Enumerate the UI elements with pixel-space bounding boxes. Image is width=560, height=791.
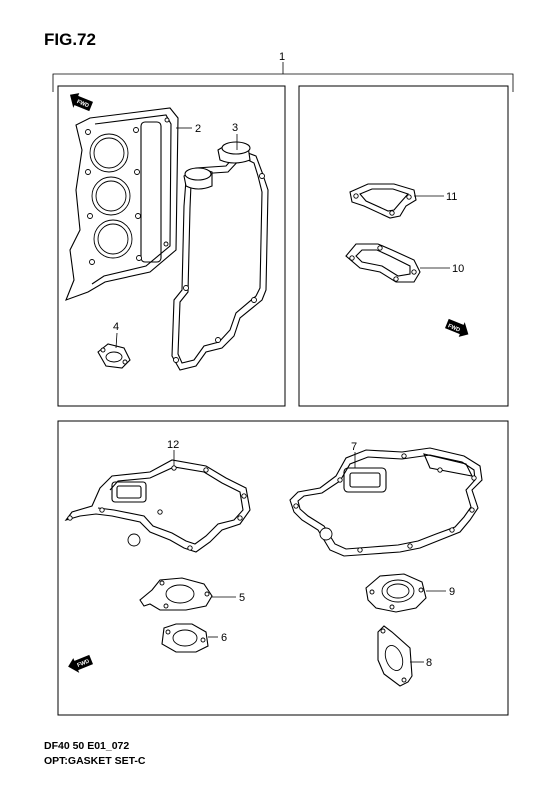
panel-bottom xyxy=(57,420,509,716)
cover-gasket[interactable] xyxy=(171,141,269,371)
callout-2[interactable]: 2 xyxy=(195,123,201,135)
callout-4[interactable]: 4 xyxy=(113,321,119,333)
diagram-code: DF40 50 E01_072 xyxy=(44,740,130,752)
fwd-label: FWD xyxy=(76,659,90,669)
fwd-arrow-top-right: FWD xyxy=(445,318,469,337)
small-gasket[interactable] xyxy=(97,343,131,369)
gasket-11[interactable] xyxy=(349,183,417,219)
callout-11[interactable]: 11 xyxy=(446,191,457,203)
set-bracket xyxy=(52,62,514,92)
panel-top-left xyxy=(57,85,286,407)
callout-5[interactable]: 5 xyxy=(239,592,245,604)
fwd-label: FWD xyxy=(76,99,90,109)
fwd-arrow-top-left: FWD xyxy=(69,93,93,112)
diagram-description: OPT:GASKET SET-C xyxy=(44,755,146,767)
panel-top-right xyxy=(298,85,509,407)
callout-1[interactable]: 1 xyxy=(279,51,285,63)
gasket-5[interactable] xyxy=(139,577,213,611)
gasket-9[interactable] xyxy=(365,573,427,613)
gasket-10[interactable] xyxy=(345,243,421,283)
gasket-7[interactable] xyxy=(289,447,483,557)
gasket-8[interactable] xyxy=(377,625,413,687)
callout-10[interactable]: 10 xyxy=(452,263,464,275)
gasket-12[interactable] xyxy=(64,459,251,553)
fwd-label: FWD xyxy=(447,323,461,333)
callout-12[interactable]: 12 xyxy=(167,439,179,451)
callout-9[interactable]: 9 xyxy=(449,586,455,598)
figure-title: FIG.72 xyxy=(44,30,96,49)
cylinder-head-gasket[interactable] xyxy=(65,107,179,301)
fwd-arrow-bottom: FWD xyxy=(68,654,93,673)
gasket-6[interactable] xyxy=(161,623,209,653)
callout-6[interactable]: 6 xyxy=(221,632,227,644)
callout-3[interactable]: 3 xyxy=(232,122,238,134)
callout-8[interactable]: 8 xyxy=(426,657,432,669)
callout-7[interactable]: 7 xyxy=(351,441,357,453)
